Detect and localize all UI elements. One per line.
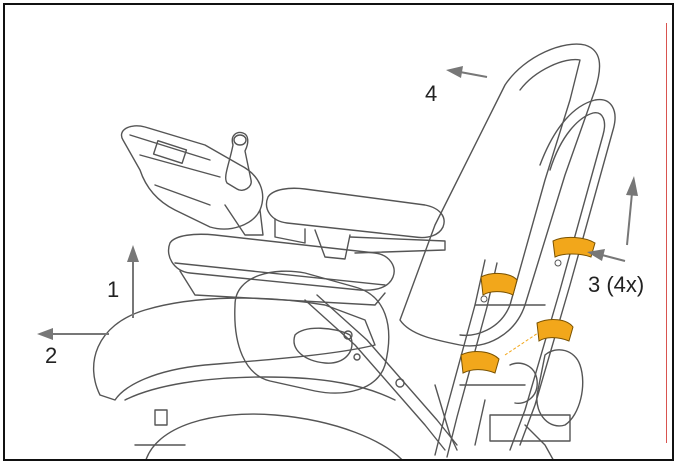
arrow-left-icon (601, 254, 626, 262)
armrest-front (167, 233, 395, 291)
arrow-left-icon (459, 71, 488, 78)
joystick-icon (224, 131, 252, 191)
step-3-label: 3 (4x) (588, 272, 645, 297)
seat-base (124, 376, 396, 401)
back-frame (519, 98, 616, 446)
clamp-icon (552, 236, 596, 258)
armrest-back (265, 187, 445, 239)
clamp-icon (480, 272, 518, 296)
arrow-up-icon (626, 192, 633, 246)
clamp-icon (536, 319, 574, 342)
step-1-label: 1 (107, 277, 120, 302)
margin-line (666, 23, 667, 443)
clamp-icon (460, 351, 500, 374)
side-panel (234, 270, 390, 394)
diagram-frame: 1 2 3 (4x) 4 (3, 3, 674, 461)
front-wheel (145, 413, 403, 459)
joystick-controller (120, 125, 264, 230)
step-2-label: 2 (45, 343, 58, 368)
step-4-label: 4 (425, 81, 438, 106)
seat-cushion (92, 297, 376, 401)
wheelchair-drawing (37, 43, 638, 459)
